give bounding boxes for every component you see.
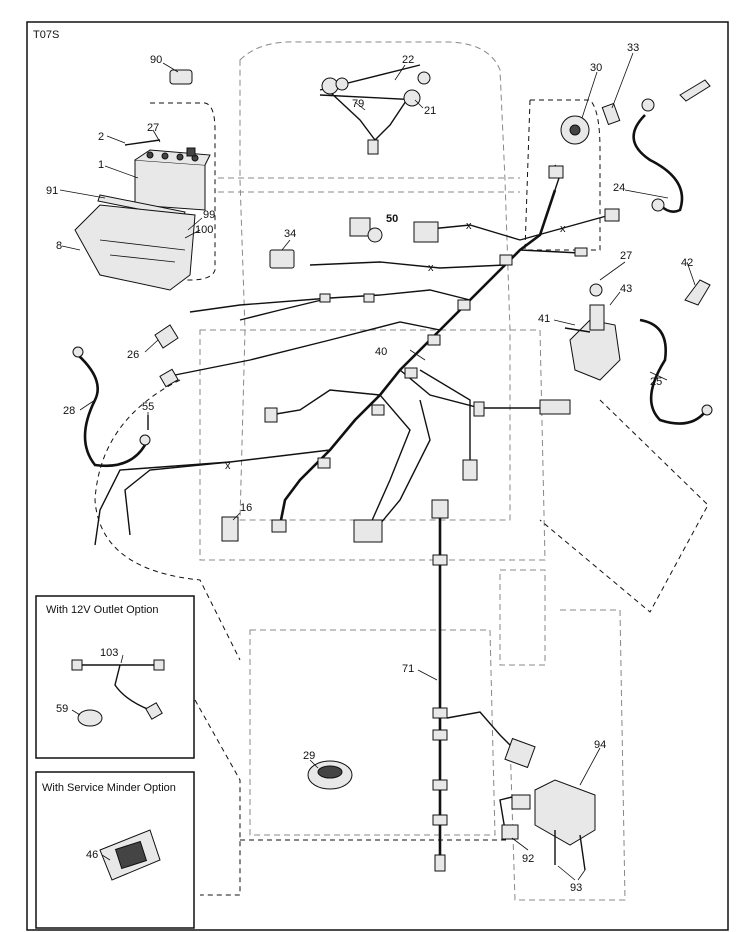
hour-meter-icon — [307, 760, 353, 790]
tractor-outline — [94, 41, 709, 901]
callout-34: 34 — [284, 228, 296, 240]
callout-100: 100 — [195, 224, 213, 236]
svg-text:x: x — [225, 460, 231, 472]
callout-46: 46 — [86, 849, 98, 861]
starter-cable — [639, 318, 706, 425]
callout-28: 28 — [63, 405, 75, 417]
outlet-option-inset: With 12V Outlet Option — [35, 595, 195, 759]
callout-30: 30 — [590, 62, 602, 74]
reference-code: T07S — [33, 29, 59, 41]
battery-bolt — [124, 139, 161, 146]
connector-92-icon — [499, 794, 531, 840]
callout-8: 8 — [56, 240, 62, 252]
callout-79: 79 — [352, 98, 364, 110]
battery-enclosure — [150, 102, 216, 281]
service-inset-title: With Service Minder Option — [42, 782, 176, 794]
relay-icon — [349, 217, 371, 237]
fuse-icon — [154, 324, 179, 349]
callout-59: 59 — [56, 703, 68, 715]
callout-29: 29 — [303, 750, 315, 762]
callout-103: 103 — [100, 647, 118, 659]
callout-90: 90 — [150, 54, 162, 66]
callout-40: 40 — [375, 346, 387, 358]
harness-71 — [431, 499, 536, 872]
solenoid-icon — [564, 283, 621, 381]
callout-1: 1 — [98, 159, 104, 171]
svg-text:x: x — [466, 220, 472, 232]
battery-icon — [134, 147, 211, 211]
diagram-frame — [26, 21, 729, 931]
callout-27-right: 27 — [620, 250, 632, 262]
callout-71: 71 — [402, 663, 414, 675]
outlet-inset-title: With 12V Outlet Option — [46, 604, 159, 616]
callout-94: 94 — [594, 739, 606, 751]
callout-16: 16 — [240, 502, 252, 514]
battery-cable-positive — [632, 79, 711, 213]
ignition-switch-icon — [560, 115, 590, 145]
terminal-boot — [684, 279, 711, 306]
callout-42: 42 — [681, 257, 693, 269]
callout-22: 22 — [402, 54, 414, 66]
ground-cable — [72, 346, 151, 468]
callout-91: 91 — [46, 185, 58, 197]
callout-21: 21 — [424, 105, 436, 117]
relay-button — [367, 227, 383, 243]
callout-43: 43 — [620, 283, 632, 295]
ignition-key-icon — [601, 102, 621, 126]
svg-text:x: x — [428, 262, 434, 274]
callout-26: 26 — [127, 349, 139, 361]
control-module-icon — [534, 779, 596, 871]
main-wire-harness: x x x x — [94, 164, 620, 546]
callout-92: 92 — [522, 853, 534, 865]
switch-16-icon — [221, 516, 239, 542]
holder — [169, 69, 193, 85]
callout-50: 50 — [386, 213, 398, 225]
callout-93: 93 — [570, 882, 582, 894]
starter-cable-ring — [701, 404, 713, 416]
callout-24: 24 — [613, 182, 625, 194]
callout-leaders — [59, 52, 696, 881]
battery-tray — [74, 204, 196, 291]
headlight-harness — [319, 64, 431, 155]
callout-33: 33 — [627, 42, 639, 54]
callout-41: 41 — [538, 313, 550, 325]
service-option-inset: With Service Minder Option — [35, 771, 195, 929]
callout-2: 2 — [98, 131, 104, 143]
callout-99: 99 — [203, 209, 215, 221]
callout-55: 55 — [142, 401, 154, 413]
svg-text:x: x — [560, 223, 566, 235]
pto-switch-icon — [269, 249, 295, 269]
callout-25: 25 — [650, 376, 662, 388]
callout-27-top: 27 — [147, 122, 159, 134]
